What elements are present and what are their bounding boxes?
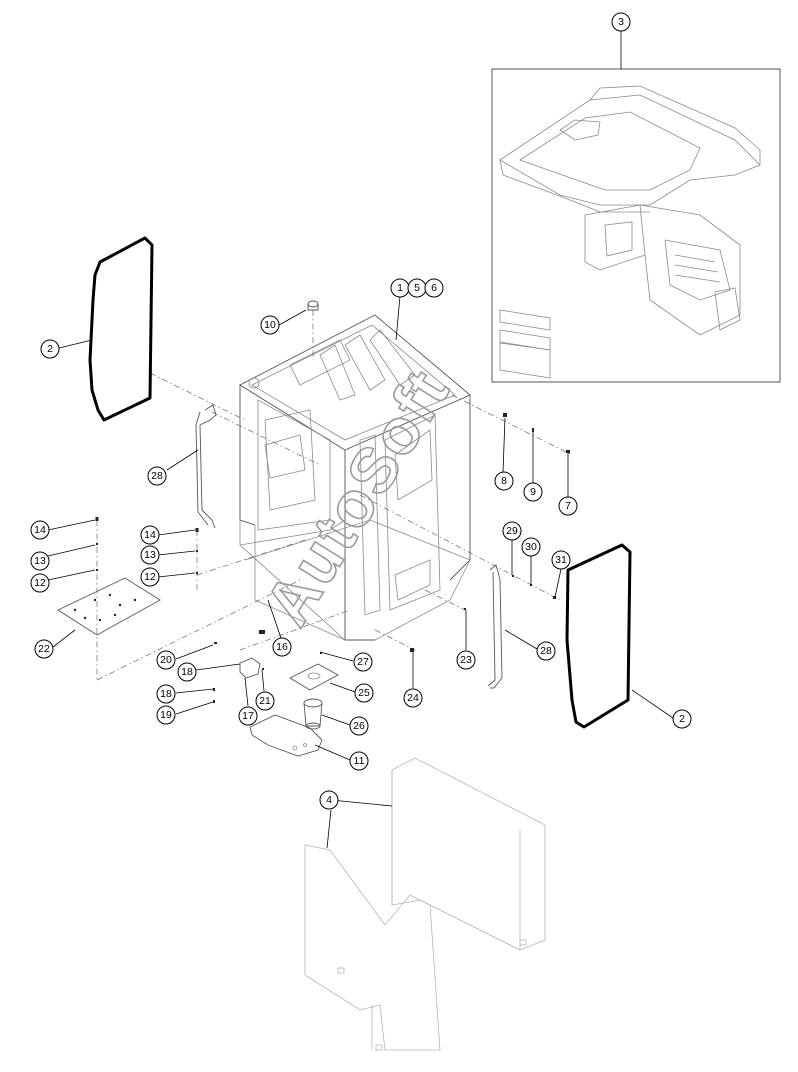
svg-text:22: 22 bbox=[38, 643, 50, 655]
leader-lines bbox=[47, 295, 674, 761]
callout-8: 8 bbox=[494, 471, 514, 491]
callout-14-mid: 14 bbox=[140, 525, 160, 545]
callout-16: 16 bbox=[272, 637, 292, 657]
watermark-text: AutoSoft bbox=[251, 357, 464, 638]
svg-text:28: 28 bbox=[151, 470, 163, 482]
callout-2-right: 2 bbox=[672, 709, 692, 729]
callout-23: 23 bbox=[456, 650, 476, 670]
callout-7: 7 bbox=[558, 496, 578, 516]
glass-panels bbox=[304, 757, 546, 1051]
callout-3: 3 bbox=[611, 12, 631, 32]
svg-text:29: 29 bbox=[506, 525, 518, 537]
callout-11: 11 bbox=[349, 751, 369, 771]
callout-12-left: 12 bbox=[30, 573, 50, 593]
callout-13-left: 13 bbox=[30, 551, 50, 571]
inset-panel-headliner bbox=[491, 31, 781, 383]
svg-text:13: 13 bbox=[34, 555, 46, 567]
callout-22: 22 bbox=[34, 639, 54, 659]
svg-text:17: 17 bbox=[242, 710, 254, 722]
callout-19: 19 bbox=[156, 705, 176, 725]
handrail-right bbox=[487, 564, 503, 689]
svg-text:14: 14 bbox=[144, 529, 156, 541]
callout-13-mid: 13 bbox=[140, 545, 160, 565]
callout-17: 17 bbox=[238, 706, 258, 726]
svg-text:2: 2 bbox=[679, 713, 685, 725]
cab-frame bbox=[239, 314, 471, 641]
svg-text:13: 13 bbox=[144, 549, 156, 561]
svg-text:18: 18 bbox=[160, 688, 172, 700]
svg-text:23: 23 bbox=[460, 654, 472, 666]
gauge-plate bbox=[289, 663, 339, 691]
floor-plate bbox=[57, 577, 161, 636]
callout-31: 31 bbox=[551, 550, 571, 570]
svg-text:20: 20 bbox=[160, 654, 172, 666]
svg-text:9: 9 bbox=[530, 486, 536, 498]
callout-4: 4 bbox=[319, 790, 339, 810]
callout-28-right: 28 bbox=[536, 641, 556, 661]
svg-text:6: 6 bbox=[431, 282, 437, 294]
roof-plug bbox=[307, 300, 319, 311]
switch-block bbox=[239, 657, 261, 679]
svg-text:1: 1 bbox=[397, 282, 403, 294]
svg-text:18: 18 bbox=[181, 666, 193, 678]
assembly-centerlines bbox=[96, 310, 573, 681]
svg-text:12: 12 bbox=[144, 571, 156, 583]
svg-text:8: 8 bbox=[501, 475, 507, 487]
callout-18-lower: 18 bbox=[156, 684, 176, 704]
callout-27: 27 bbox=[353, 652, 373, 672]
svg-text:7: 7 bbox=[565, 500, 571, 512]
svg-text:5: 5 bbox=[414, 282, 420, 294]
svg-text:3: 3 bbox=[618, 16, 624, 28]
callout-5: 5 bbox=[407, 278, 427, 298]
svg-text:16: 16 bbox=[276, 641, 288, 653]
callout-1: 1 bbox=[390, 278, 410, 298]
svg-text:30: 30 bbox=[525, 541, 537, 553]
svg-text:24: 24 bbox=[407, 692, 419, 704]
mounting-bracket bbox=[249, 714, 323, 757]
svg-text:27: 27 bbox=[357, 656, 369, 668]
callout-18-upper: 18 bbox=[177, 662, 197, 682]
callout-9: 9 bbox=[523, 482, 543, 502]
callout-30: 30 bbox=[521, 537, 541, 557]
callout-12-mid: 12 bbox=[140, 567, 160, 587]
cylinder-part bbox=[303, 698, 323, 730]
door-seal-right bbox=[565, 543, 632, 729]
callout-2-left: 2 bbox=[40, 339, 60, 359]
svg-text:19: 19 bbox=[160, 709, 172, 721]
callout-14-left: 14 bbox=[30, 520, 50, 540]
svg-text:2: 2 bbox=[47, 343, 53, 355]
svg-text:4: 4 bbox=[326, 794, 332, 806]
callouts: 3 1 5 6 10 2 28 8 9 7 14 13 12 14 13 12 … bbox=[30, 12, 692, 810]
svg-text:31: 31 bbox=[555, 554, 567, 566]
door-seal-left bbox=[88, 236, 154, 422]
callout-20: 20 bbox=[156, 650, 176, 670]
callout-10: 10 bbox=[260, 315, 280, 335]
svg-text:21: 21 bbox=[259, 695, 271, 707]
callout-28-left: 28 bbox=[147, 466, 167, 486]
svg-text:12: 12 bbox=[34, 577, 46, 589]
callout-29: 29 bbox=[502, 521, 522, 541]
handrail-left bbox=[195, 404, 217, 529]
svg-text:11: 11 bbox=[354, 755, 365, 767]
svg-text:26: 26 bbox=[353, 720, 365, 732]
callout-21: 21 bbox=[255, 691, 275, 711]
svg-text:28: 28 bbox=[540, 645, 552, 657]
callout-6: 6 bbox=[424, 278, 444, 298]
svg-text:25: 25 bbox=[358, 687, 370, 699]
svg-text:10: 10 bbox=[264, 319, 276, 331]
callout-24: 24 bbox=[403, 688, 423, 708]
svg-text:14: 14 bbox=[34, 524, 46, 536]
callout-26: 26 bbox=[349, 716, 369, 736]
callout-25: 25 bbox=[354, 683, 374, 703]
